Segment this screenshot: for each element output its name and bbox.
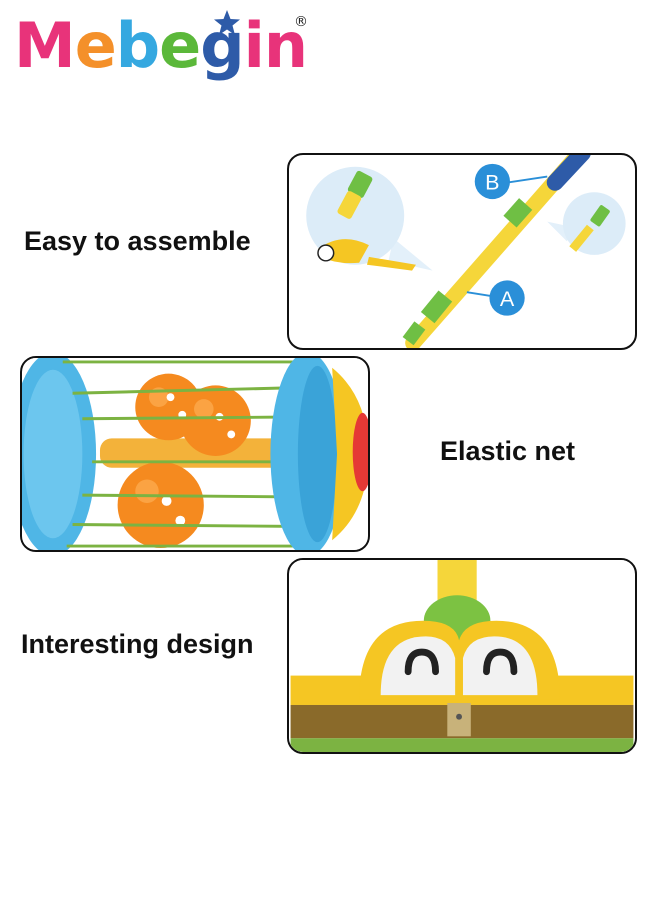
pole-assembly-illustration: B A — [306, 155, 626, 348]
elastic-net-panel — [20, 356, 370, 552]
right-eye-icon — [483, 648, 518, 676]
zoom-bubble-right — [547, 192, 626, 255]
feature-label-assemble: Easy to assemble — [24, 226, 251, 256]
logo-letter: n — [263, 9, 308, 82]
zoom-bubble-left — [306, 166, 433, 271]
brand-logo: Mebegin — [14, 6, 308, 86]
logo-letter: e — [159, 9, 201, 82]
registered-mark: ® — [294, 14, 308, 30]
callout-a: A — [466, 280, 525, 316]
design-panel — [287, 558, 637, 754]
feature-label-elastic: Elastic net — [440, 436, 576, 466]
callout-b: B — [474, 163, 548, 200]
star-icon — [214, 10, 240, 35]
assembly-panel: B A — [287, 153, 637, 350]
callout-a-text: A — [500, 286, 515, 311]
logo-letter: M — [14, 9, 76, 82]
rolling-cage-with-balls-photo — [22, 358, 368, 550]
pole — [402, 155, 591, 348]
feature-label-design: Interesting design — [21, 629, 254, 659]
logo-letter-i: i — [243, 9, 265, 82]
logo-letter: b — [115, 9, 160, 82]
logo-letter: e — [74, 9, 117, 82]
smiling-face-head-photo — [290, 560, 634, 752]
left-eye-icon — [404, 648, 439, 676]
callout-b-text: B — [485, 169, 499, 194]
